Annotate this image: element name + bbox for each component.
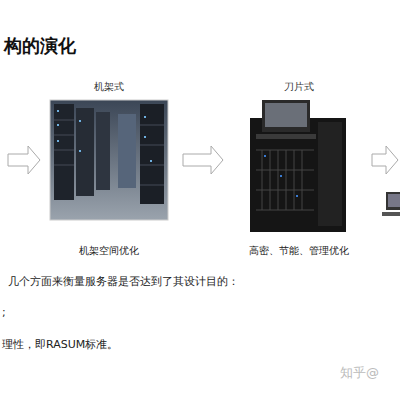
body-text: ; [2,306,6,319]
tower-server-photo [382,192,400,216]
stage-heading: 刀片式 [233,80,365,94]
blade-server-photo [250,100,346,232]
flow-arrow [372,146,398,174]
body-text: 理性，即RASUM标准。 [2,337,118,352]
rack-server-photo [50,100,168,220]
flow-arrow [183,146,223,174]
stage-caption: 机架空间优化 [45,244,173,258]
stage-caption: 高密、节能、管理优化 [233,244,365,258]
server-stage: 机架式机架空间优化 [45,80,173,258]
stage-heading: 机架式 [45,80,173,94]
body-text: 几个方面来衡量服务器是否达到了其设计目的： [8,274,239,289]
watermark: 知乎@ [340,364,379,382]
slide-title: 构的演化 [4,34,76,58]
server-stage: 刀片式高密、节能、管理优化 [233,80,365,258]
flow-arrow [8,146,40,174]
